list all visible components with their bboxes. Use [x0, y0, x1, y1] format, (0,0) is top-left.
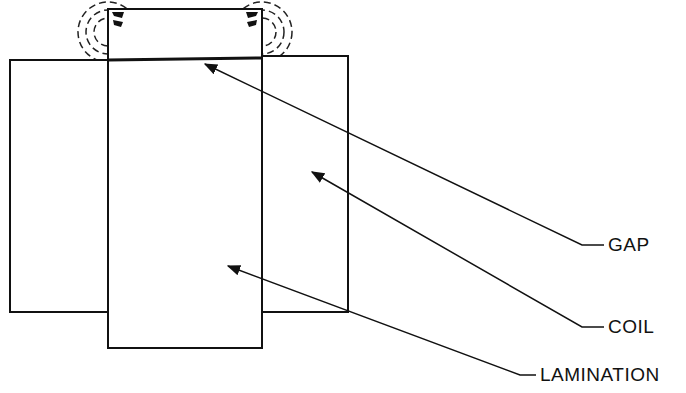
coil-right: [262, 56, 348, 312]
corner-marks: [112, 12, 258, 27]
gap-line: [108, 58, 262, 60]
part-label: COIL: [606, 317, 656, 338]
part-label: GAP: [606, 235, 652, 256]
coil-left: [10, 60, 108, 312]
leader-lines: [205, 64, 604, 375]
part-label: LAMINATION: [538, 365, 662, 386]
lamination: [108, 9, 262, 348]
